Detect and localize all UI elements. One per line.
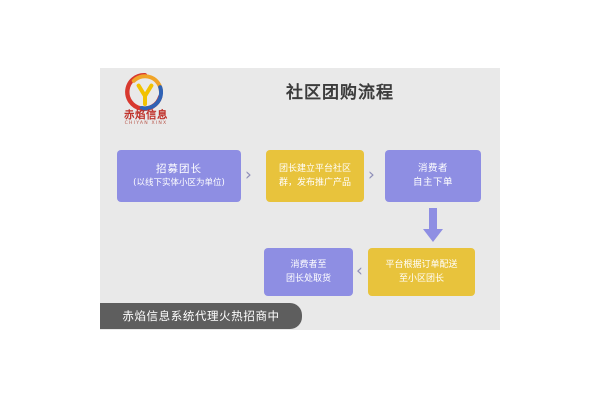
flow-node-consumer-order-line-2: 自主下单 [412,177,453,188]
flow-node-consumer-pickup-line-2: 团长处取货 [285,274,331,284]
flow-node-consumer-order-line-1: 消费者 [417,163,448,174]
flow-node-group-setup-line-1: 团长建立平台社区 [278,164,351,174]
flow-node-recruit: 招募团长 (以线下实体小区为单位) [117,150,241,202]
flow-node-consumer-pickup: 消费者至 团长处取货 [264,248,353,296]
chevron-right-icon: › [368,165,375,185]
promo-banner: 赤焰信息系统代理火热招商中 [100,303,302,329]
slide-panel: 赤焰信息 CHIYAN XINX 社区团购流程 招募团长 (以线下实体小区为单位… [100,68,500,330]
flow-node-platform-delivery: 平台根据订单配送 至小区团长 [368,248,475,296]
flow-node-recruit-line-2: (以线下实体小区为单位) [133,178,225,188]
promo-banner-text: 赤焰信息系统代理火热招商中 [122,309,280,323]
flow-node-recruit-line-1: 招募团长 [156,163,202,175]
arrow-down-icon [423,208,443,242]
swoosh-circle-logo-icon [125,72,164,111]
flow-node-platform-delivery-line-1: 平台根据订单配送 [385,260,458,270]
flow-node-group-setup-line-2: 群，发布推广产品 [278,178,351,188]
logo-company-name: 赤焰信息 [124,109,168,121]
flow-node-platform-delivery-line-2: 至小区团长 [398,274,444,284]
chevron-left-icon: ‹ [356,261,363,281]
page-title: 社区团购流程 [286,83,394,103]
flow-node-group-setup: 团长建立平台社区 群，发布推广产品 [266,150,364,202]
flow-node-consumer-pickup-line-1: 消费者至 [290,260,327,270]
chevron-right-icon: › [245,165,252,185]
brand-logo: 赤焰信息 CHIYAN XINX [110,72,182,130]
flow-node-consumer-order: 消费者 自主下单 [385,150,481,202]
logo-pinyin: CHIYAN XINX [124,121,168,126]
